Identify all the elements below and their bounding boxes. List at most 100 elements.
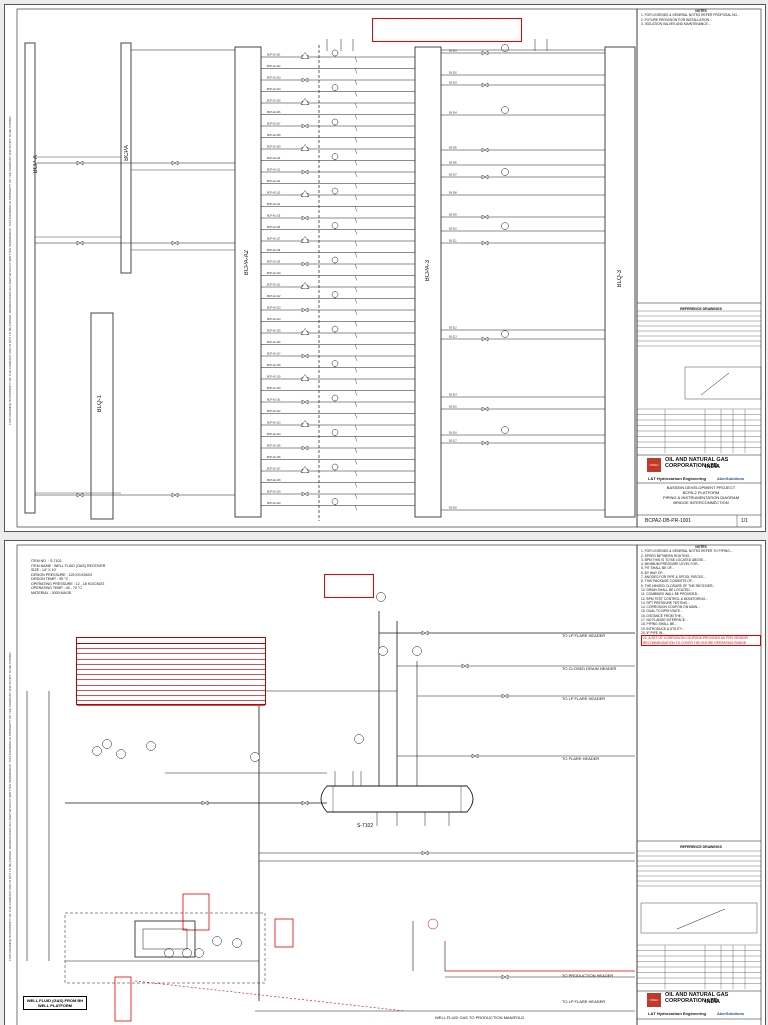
pipe-line (354, 298, 358, 304)
line-tag: BCP-A2-139 (267, 491, 281, 494)
line-tag: BCP-A2-110 (267, 157, 281, 160)
note-line: 19. INTRODUCE A UTILITY... (641, 626, 685, 631)
pipe-line (354, 171, 358, 178)
instrument-bubble (331, 153, 339, 160)
valve-symbol (171, 160, 179, 166)
note-line: 3. BPM THIS IS TO BE LOCATED ABOVE... (641, 557, 706, 562)
instrument-bubble (378, 646, 388, 656)
contractor-aker: AkerSolutions (717, 476, 745, 481)
line-tag: BCP-A2-127 (267, 353, 281, 356)
line-tag: BCP-A2-117 (267, 238, 281, 241)
instrument-bubble (331, 463, 339, 471)
reference-title: REFERENCE DRAWINGS (680, 307, 722, 311)
pipe-line (354, 206, 358, 212)
header-line: DESIGN PRESSURE : 125 KG/CM2G (31, 572, 93, 577)
line-tag: BCP-A2-111 (267, 169, 281, 172)
valve-symbol (201, 800, 209, 806)
line-tag: B3-203 (449, 82, 457, 85)
table-row (77, 660, 265, 665)
header-line: ITEM NO. : S-7102 (31, 559, 62, 563)
note-line: 6. BY WAY OF... (641, 570, 665, 575)
equipment-header: ITEM NO. : S-7102 ITEM NAME : WELL FLUID… (31, 559, 171, 595)
instrument-bubble (331, 84, 339, 91)
drawing-box (636, 544, 762, 1025)
line-tag: B3-212 (449, 327, 457, 330)
drawing-sheet-2: THIS DRAWING IS PROPERTY OF THE COMPANY … (4, 540, 766, 1025)
line-tag: BCP-A2-140 (267, 502, 281, 505)
pipe-line (354, 79, 358, 86)
bottom-source-tag: WELL FLUID (GAS) FROM BH WELL PLATFORM (23, 996, 87, 1010)
drawing-box (16, 544, 638, 1025)
note-line: 5. PIT SHALL BE OF... (641, 566, 675, 571)
contractor-lt: L&T Hydrocarbon Engineering (648, 476, 707, 481)
note-line: 11. COMBINED WALL BE PROVIDED... (641, 592, 700, 597)
warning-triangle (300, 98, 310, 105)
drawing-box (134, 920, 196, 958)
valve-symbol (301, 353, 309, 359)
line-tag: BCP-A2-112 (267, 180, 281, 183)
valve-symbol (481, 50, 489, 56)
valve-symbol (301, 491, 309, 497)
pipe-line (354, 413, 358, 419)
valve-symbol (471, 753, 479, 759)
warning-triangle (300, 236, 310, 243)
pipe-line (354, 183, 358, 189)
instrument-bubble (232, 938, 242, 948)
line-tag: B3-215 (449, 406, 457, 409)
note-line: 14. CORROSION COUPON ON MAIN... (641, 605, 700, 610)
valve-symbol (421, 850, 429, 856)
drawing-box (120, 42, 132, 274)
table-row (77, 696, 265, 702)
title-block-2: REFERENCE DRAWINGS (641, 845, 761, 850)
line-tag: B3-205 (449, 147, 457, 150)
ongc-logo: ONGC (647, 458, 661, 472)
line-tag: B3-204 (449, 112, 457, 115)
line-tag: B3-218 (449, 507, 457, 510)
revision-table (76, 637, 266, 707)
line-tag: BCP-A2-106 (267, 111, 281, 114)
table-row (77, 686, 265, 691)
line-tag: BCP-A2-123 (267, 307, 281, 310)
header-line: DESIGN TEMP. : 95 °C (31, 577, 69, 581)
drawing-number: BCPA2-DB-PR-1001 (645, 518, 692, 524)
warning-triangle (300, 144, 310, 151)
pipe-line (354, 286, 358, 293)
line-tag: BCP-A2-122 (267, 295, 281, 298)
line-tag: BCP-A2-133 (267, 422, 281, 425)
valve-symbol (76, 240, 84, 246)
line-tag: B3-202 (449, 72, 457, 75)
label-bch-a: BCP-A (33, 155, 39, 174)
stream-label: TO PRODUCTION HEADER (562, 973, 614, 978)
header-line: MATERIAL : 3000 MAOE (31, 590, 72, 595)
line-tag: BCP-A2-128 (267, 364, 281, 367)
valve-symbol (501, 974, 509, 980)
pipe-line (354, 332, 358, 339)
instrument-bubble (182, 948, 192, 958)
pipe-line (134, 980, 406, 1012)
warning-triangle (300, 52, 310, 59)
instrument-bubble (102, 739, 112, 749)
instrument-bubble (331, 222, 339, 229)
pipe-line (354, 470, 358, 477)
drawing-box (414, 46, 442, 518)
note-line: 7. ANODES FOR PIPE & SPOOL PIECES... (641, 575, 706, 580)
valve-symbol (301, 123, 309, 129)
line-tag: BCP-A2-126 (267, 341, 281, 344)
table-row (77, 670, 265, 676)
pipe-line (354, 390, 358, 396)
instrument-bubble (354, 734, 364, 744)
pipe-line (354, 424, 358, 431)
note-line: 12. BPM TEST CONTROL & MONITORING... (641, 596, 708, 601)
line-tag: B3-217 (449, 440, 457, 443)
line-tag: B3-208 (449, 192, 457, 195)
line-tag: BCP-A2-103 (267, 77, 281, 80)
line-tag: B3-201 (449, 50, 457, 53)
company-country: INDIA (705, 464, 720, 470)
pipe-line (354, 148, 358, 155)
line-tag: BCP-A2-132 (267, 410, 281, 413)
company-country-2: INDIA (705, 999, 720, 1005)
valve-symbol (481, 336, 489, 342)
pipe-line (354, 137, 358, 143)
label-blq-1: BLQ-1 (97, 395, 103, 413)
valve-symbol (301, 215, 309, 221)
